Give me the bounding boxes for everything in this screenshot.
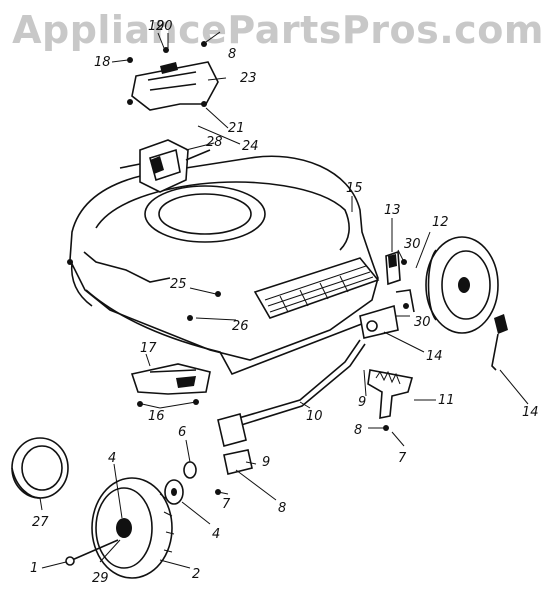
fasteners (67, 41, 409, 495)
callout-13: 13 (384, 203, 401, 218)
callout-26: 26 (232, 319, 249, 334)
watermark: AppliancePartsPros.com (12, 8, 544, 52)
callout-8: 8 (228, 47, 236, 62)
callout-9: 9 (262, 455, 270, 470)
height-adjuster (367, 369, 414, 419)
callout-23: 23 (240, 71, 257, 86)
axle-bolt (65, 539, 119, 566)
callout-11: 11 (438, 393, 455, 408)
callout-4: 4 (108, 451, 116, 466)
callout-27: 27 (32, 515, 49, 530)
callout-14: 14 (426, 349, 443, 364)
callout-1: 1 (30, 561, 38, 576)
wheel-bushing (164, 461, 197, 505)
callout-18: 18 (94, 55, 111, 70)
callout-30: 30 (404, 237, 421, 252)
callout-7: 7 (398, 451, 407, 466)
callout-20: 20 (156, 19, 173, 34)
callout-21: 21 (228, 121, 245, 136)
deck-grille (253, 257, 380, 319)
loose-lever (491, 314, 508, 371)
wheel-adjuster-lever (359, 250, 415, 339)
callout-8: 8 (354, 423, 362, 438)
rear-wheel (425, 236, 499, 334)
hubcap (11, 437, 69, 499)
handle-bracket (131, 61, 219, 111)
callout-24: 24 (242, 139, 259, 154)
engine-mount (119, 139, 211, 193)
callout-19: 19 (148, 19, 165, 34)
callout-30: 30 (414, 315, 431, 330)
callout-4: 4 (212, 527, 220, 542)
callouts: 19 20 8 18 23 21 24 28 15 13 12 30 25 26… (30, 19, 539, 586)
leader-lines (39, 31, 529, 569)
callout-15: 15 (346, 181, 363, 196)
mulch-plug (130, 363, 211, 395)
callout-2: 2 (192, 567, 200, 582)
callout-12: 12 (432, 215, 449, 230)
callout-16: 16 (148, 409, 165, 424)
callout-10: 10 (306, 409, 323, 424)
callout-7: 7 (222, 497, 231, 512)
callout-28: 28 (206, 135, 223, 150)
callout-9: 9 (358, 395, 366, 410)
callout-29: 29 (92, 571, 109, 586)
front-wheel (91, 477, 175, 579)
mower-deck (69, 155, 380, 375)
rear-axle (217, 339, 366, 475)
callout-6: 6 (178, 425, 186, 440)
callout-8: 8 (278, 501, 286, 516)
callout-25: 25 (170, 277, 187, 292)
callout-14: 14 (522, 405, 539, 420)
callout-17: 17 (140, 341, 157, 356)
